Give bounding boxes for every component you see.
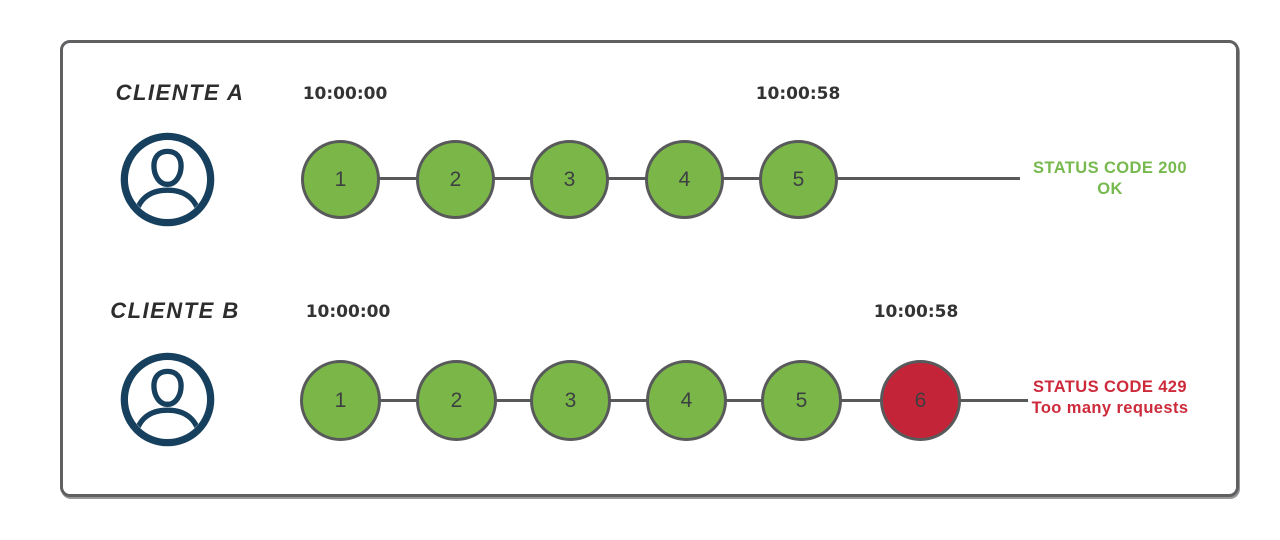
request-circle-2: 2: [416, 360, 497, 441]
request-circle-4: 4: [645, 140, 724, 219]
request-circle-5: 5: [761, 360, 842, 441]
request-circle-5: 5: [759, 140, 838, 219]
request-circle-1: 1: [300, 360, 381, 441]
timestamp-start: 10:00:00: [302, 84, 388, 104]
request-circle-2: 2: [416, 140, 495, 219]
status-code-line: STATUS CODE 429: [1033, 378, 1187, 396]
request-circle-6-blocked: 6: [880, 360, 961, 441]
user-avatar-icon: [119, 351, 216, 448]
user-avatar-icon: [119, 131, 216, 228]
request-circle-3: 3: [530, 140, 609, 219]
status-message-line: Too many requests: [1031, 399, 1189, 417]
request-circle-4: 4: [646, 360, 727, 441]
request-circle-3: 3: [530, 360, 611, 441]
timestamp-end: 10:00:58: [873, 302, 959, 322]
status-text-ok: STATUS CODE 200 OK: [1026, 158, 1194, 200]
timestamp-end: 10:00:58: [755, 84, 841, 104]
status-message-line: OK: [1097, 180, 1123, 198]
client-a-label: CLIENTE A: [115, 80, 245, 105]
diagram-frame: [60, 40, 1239, 497]
status-text-rate-limited: STATUS CODE 429 Too many requests: [1026, 377, 1194, 419]
timestamp-start: 10:00:00: [305, 302, 391, 322]
client-b-label: CLIENTE B: [110, 298, 240, 323]
status-code-line: STATUS CODE 200: [1033, 159, 1187, 177]
request-circle-1: 1: [301, 140, 380, 219]
